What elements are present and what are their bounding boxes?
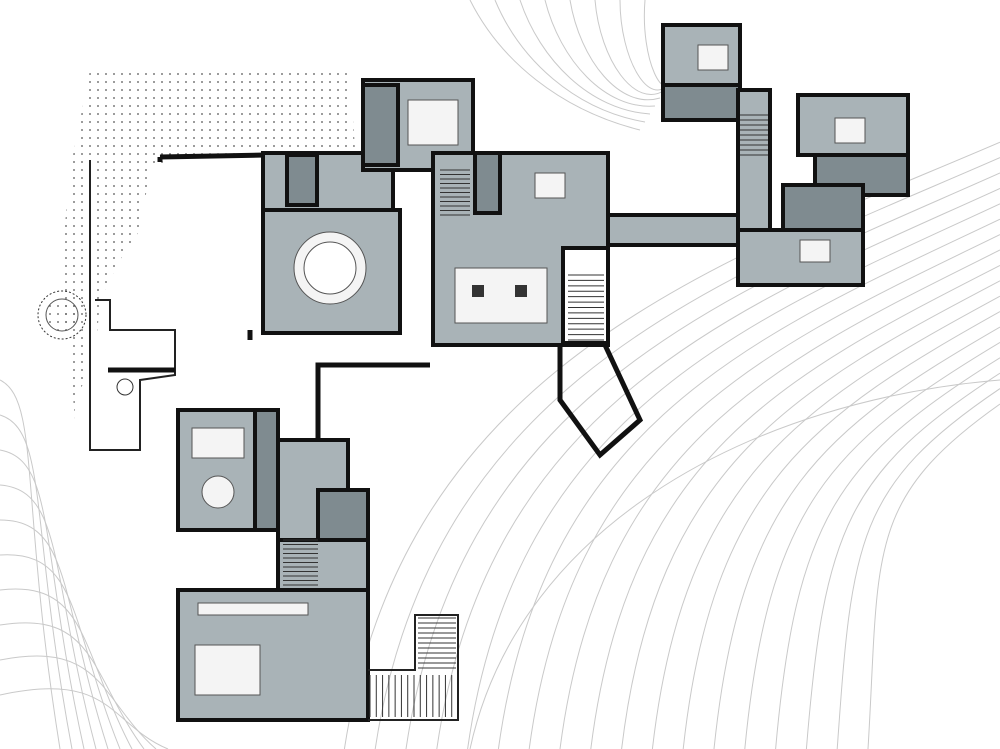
contour-line [528,234,1000,749]
south-stair-outline [368,614,459,721]
contour-line [836,388,1000,749]
contour-line [467,203,1000,749]
contour-line [544,0,656,107]
lobby [561,246,610,345]
bed-icon [407,44,866,263]
bath-1 [661,83,742,122]
contour-line [436,187,1000,749]
terrace-outline [89,160,176,451]
contour-line [867,403,1000,749]
contour-line [0,688,169,749]
contour-line [0,414,73,749]
courtyard-wall [108,330,430,440]
contour-line [0,449,85,749]
stair-icon [283,114,768,717]
powder-room [285,153,319,207]
contour-line [713,326,1000,749]
contour-line [682,311,1000,749]
contour-line [0,554,121,749]
living-niche [473,151,502,215]
contour-line [0,519,109,749]
contour-line [594,0,666,95]
sofa-icon [191,267,548,696]
bath-small [361,83,400,167]
tea-bath [253,408,280,532]
contour-line [374,157,1000,749]
tree-icon [37,290,134,396]
contour-line [775,357,1000,749]
contour-line [805,372,1000,749]
exterior-stair-wall [557,343,644,459]
contour-line [0,588,133,749]
contour-line [0,379,61,749]
contour-line [569,0,661,101]
contour-line [621,280,1000,749]
contour-line [405,172,1000,749]
service-room [316,488,370,542]
contour-line [497,218,1000,749]
contour-line [519,0,651,115]
contour-line [559,249,1000,749]
bath-3 [781,183,865,232]
contour-line [651,295,1000,749]
contour-line [0,484,97,749]
contour-line [494,0,646,123]
contour-line [469,0,641,131]
dining-table-icon [201,172,566,509]
contour-line [590,264,1000,749]
bridge-corridor [606,213,740,247]
garden-area [60,70,355,420]
contour-line [0,622,145,749]
site-wall-north [157,152,266,162]
family-annex [276,538,370,592]
contour-line [744,341,1000,749]
site-boundary-arc [469,379,1000,749]
